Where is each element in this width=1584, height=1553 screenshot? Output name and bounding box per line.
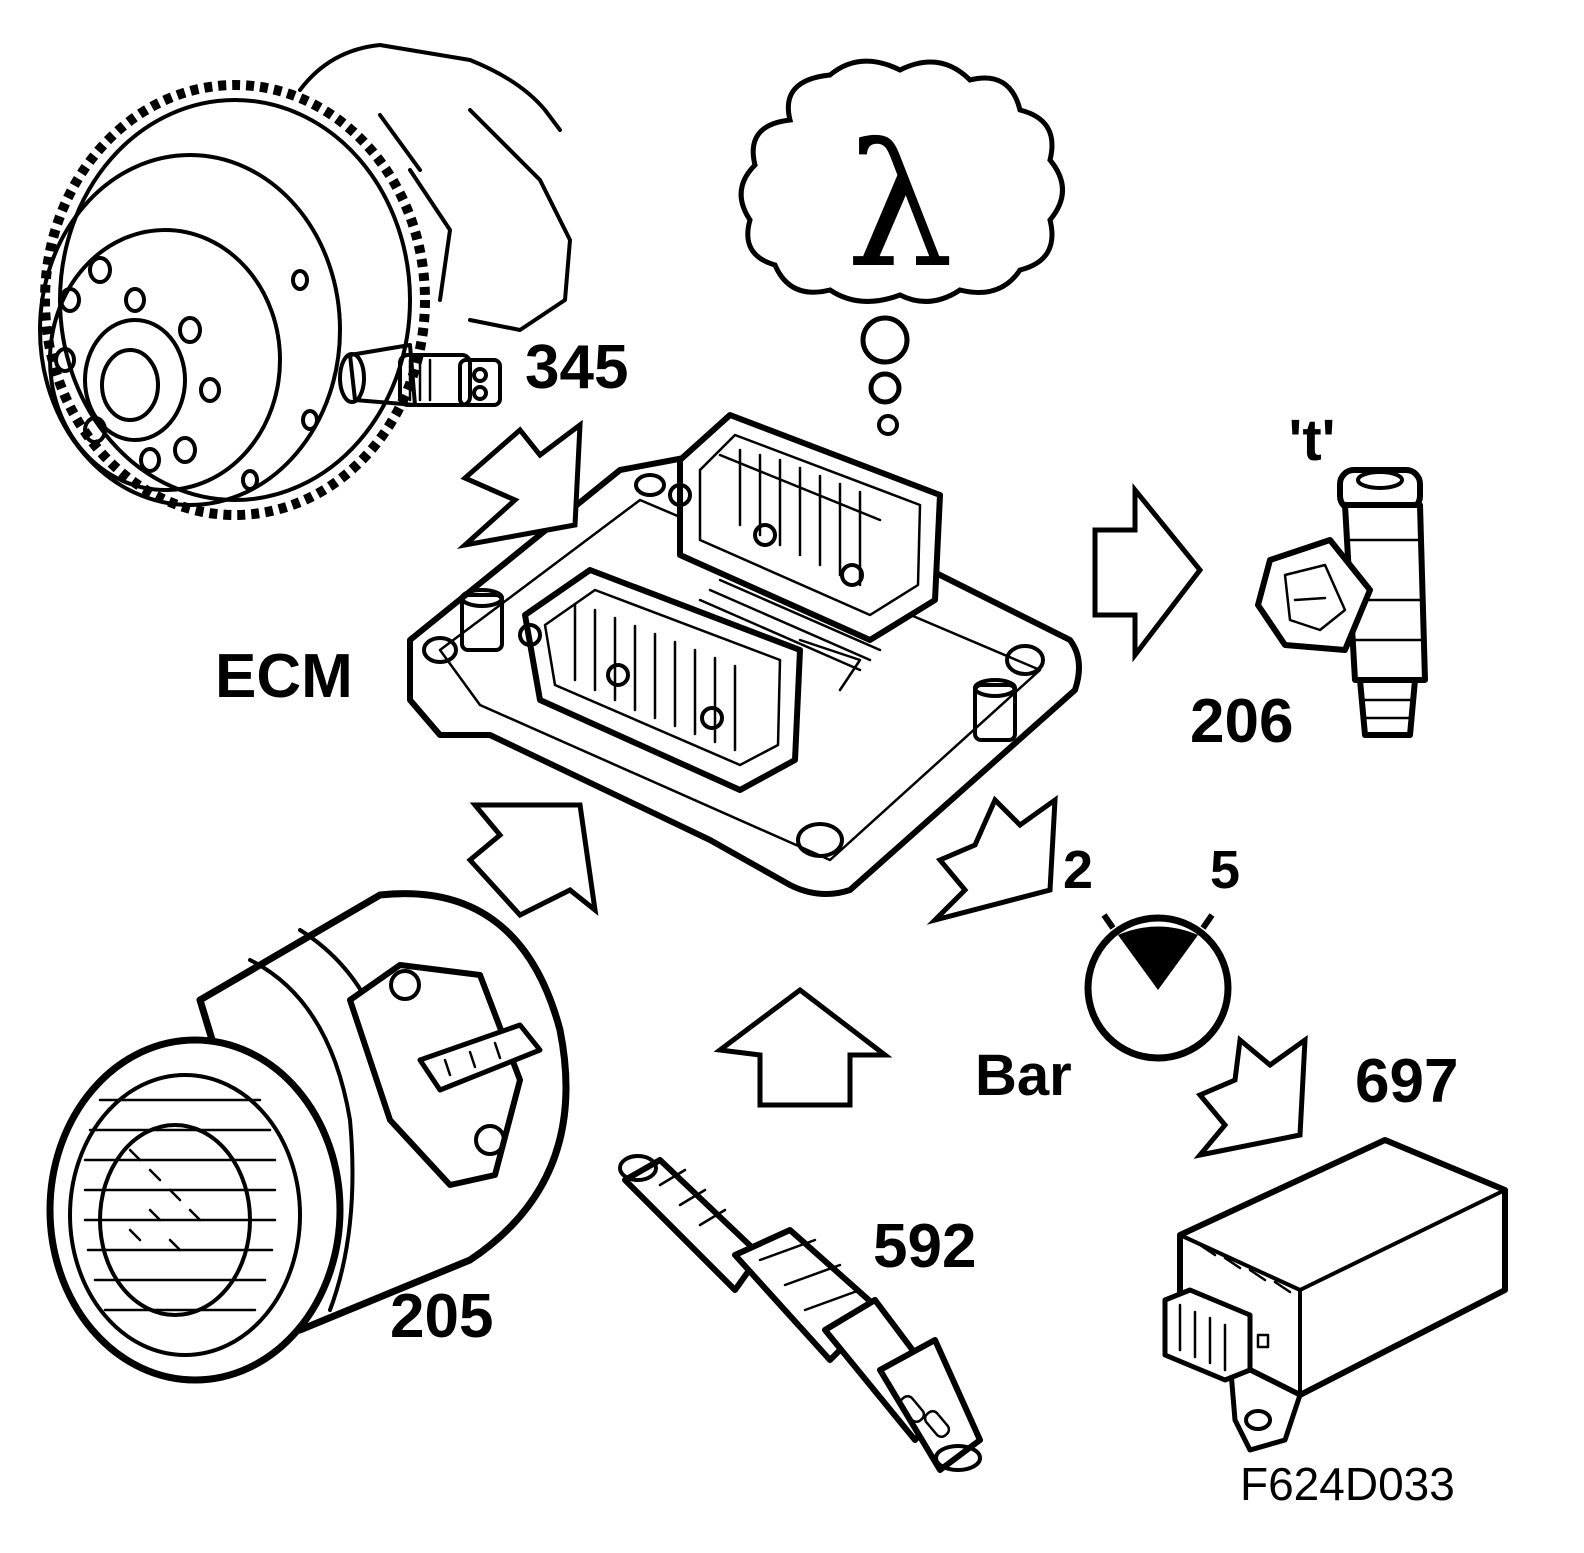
lambda-symbol: λ: [846, 108, 954, 306]
label-pressure-unit: Bar: [975, 1043, 1072, 1108]
arrow-ecm-to-injector: [1092, 482, 1204, 663]
fuel-injector-illustration: [1255, 467, 1428, 738]
label-injection-time: 't': [1289, 408, 1336, 473]
arrow-pressure-to-module: [1193, 1034, 1308, 1159]
label-maf-sensor: 205: [390, 1282, 493, 1351]
arrow-maf-to-ecm: [466, 802, 599, 919]
label-ecm: ECM: [215, 642, 353, 711]
figure-code: F624D033: [1240, 1458, 1455, 1510]
lambda-thought-cloud: λ: [738, 58, 1065, 436]
mass-air-flow-sensor-illustration: [46, 890, 570, 1384]
arrow-o2-to-ecm: [713, 986, 893, 1108]
label-injector: 206: [1190, 687, 1293, 756]
ecm-unit-illustration: [407, 412, 1082, 897]
label-pressure-module: 697: [1355, 1047, 1458, 1116]
crankshaft-pulley-illustration: [38, 43, 572, 520]
label-gauge-high: 5: [1210, 840, 1240, 900]
oxygen-sensor-illustration: [618, 1154, 983, 1473]
control-module-illustration: [1162, 1137, 1508, 1453]
label-oxygen-sensor: 592: [873, 1212, 976, 1281]
arrow-ecm-to-pressure: [926, 794, 1058, 925]
label-gauge-low: 2: [1063, 840, 1093, 900]
label-crank-sensor: 345: [525, 333, 628, 402]
pressure-gauge-icon: [1084, 913, 1232, 1062]
arrow-crank-to-ecm: [456, 419, 583, 550]
